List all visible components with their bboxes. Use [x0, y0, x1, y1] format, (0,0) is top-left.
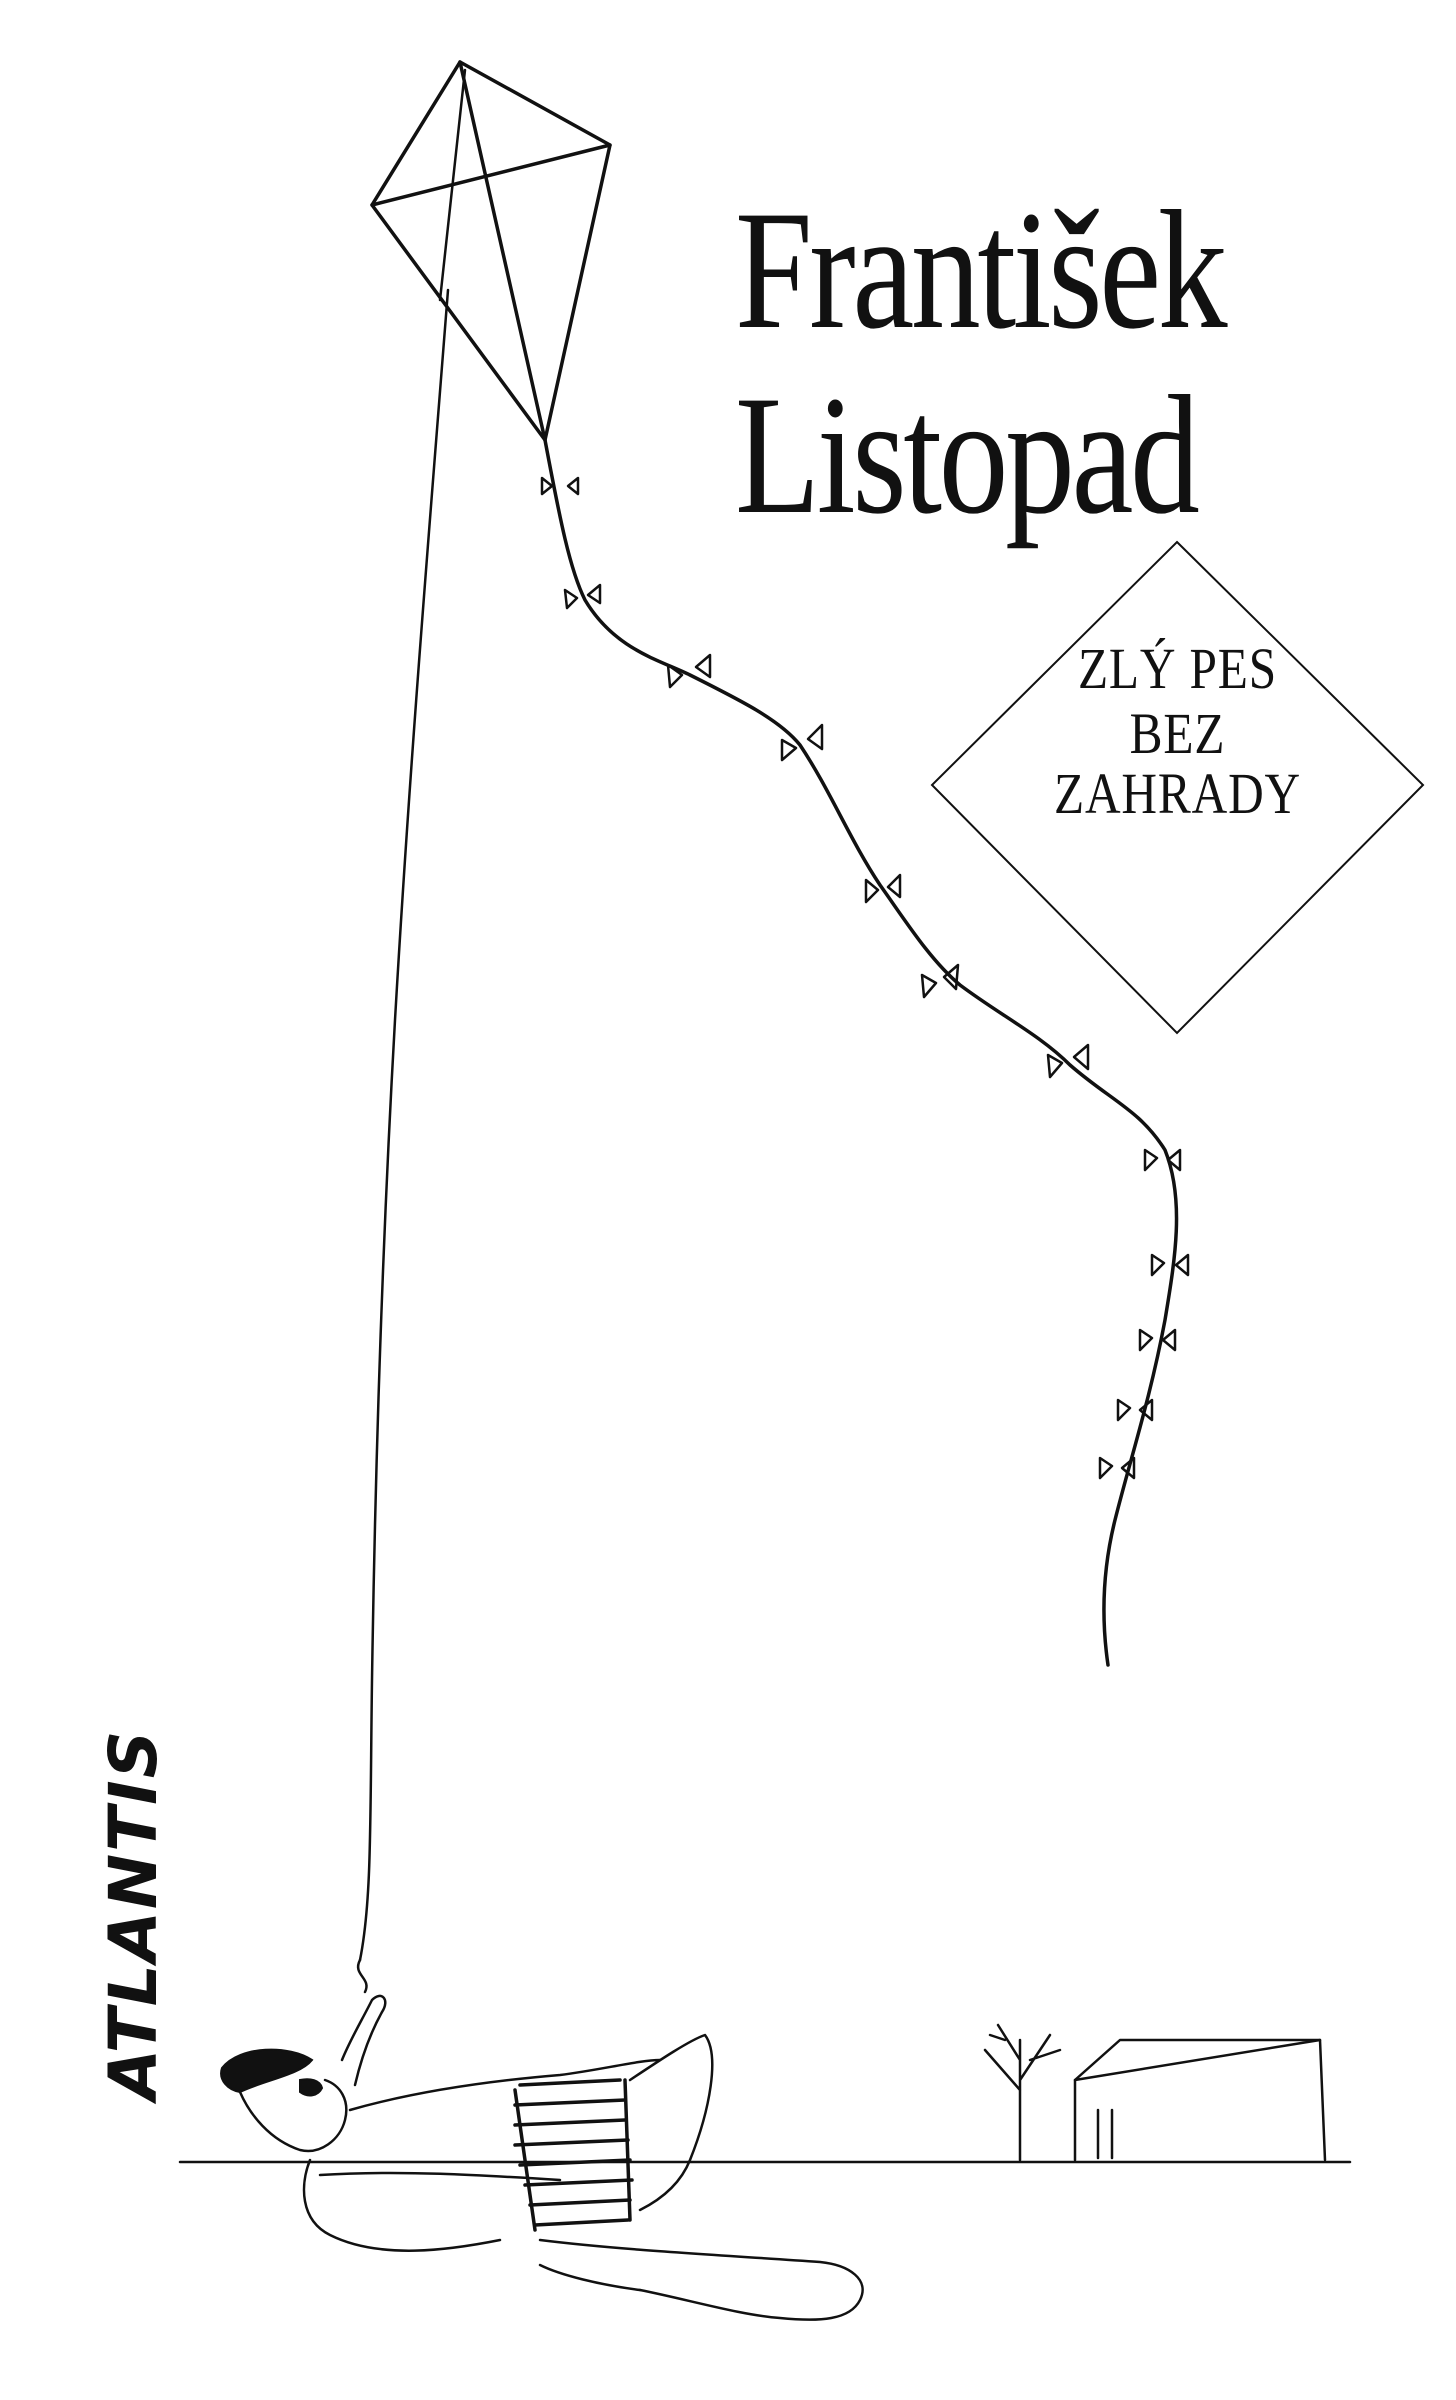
house	[1073, 2038, 1327, 2162]
book-title-line-3: ZAHRADY	[1054, 761, 1301, 826]
title-diamond-frame	[930, 540, 1425, 1035]
book-title-line-2: BEZ	[1129, 701, 1226, 766]
tail-bows	[540, 476, 1190, 1480]
tree	[983, 2023, 1062, 2162]
author-last-name: Listopad	[735, 361, 1200, 549]
boy-figure	[220, 1994, 864, 2321]
book-title-line-1: ZLÝ PES	[1077, 636, 1278, 701]
kite	[370, 60, 612, 442]
publisher-name: ATLANTIS	[95, 1728, 172, 2100]
kite-string	[358, 288, 450, 1962]
striped-shirt	[513, 2078, 634, 2232]
author-first-name: František	[735, 176, 1228, 364]
